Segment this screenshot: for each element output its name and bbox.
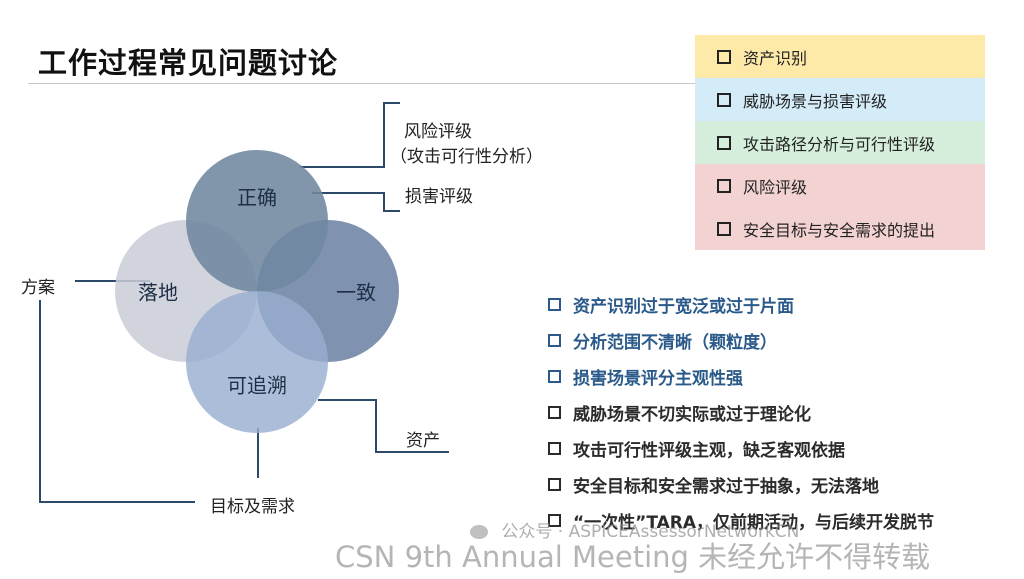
circle-bottom — [186, 291, 328, 433]
checkbox-square-icon — [717, 178, 731, 193]
legend-label: 风险评级 — [743, 177, 808, 197]
page-title: 工作过程常见问题讨论 — [38, 46, 339, 80]
issue-item: 分析范围不清晰（颗粒度） — [548, 322, 1018, 358]
label-risk-sub: （攻击可行性分析） — [390, 147, 543, 167]
checkbox-square-icon — [548, 513, 561, 527]
legend-label: 威胁场景与损害评级 — [743, 91, 888, 111]
issue-text: 损害场景评分主观性强 — [573, 368, 743, 389]
issue-item: “一次性”TARA，仅前期活动，与后续开发脱节 — [548, 502, 1018, 538]
checkbox-square-icon — [548, 477, 561, 491]
label-risk: 风险评级 — [404, 122, 472, 142]
checkbox-square-icon — [548, 333, 561, 347]
checkbox-square-icon — [548, 405, 561, 419]
circle-label-left: 落地 — [138, 280, 178, 305]
checkbox-square-icon — [717, 221, 731, 236]
connector-damage — [312, 192, 400, 212]
issue-text: 资产识别过于宽泛或过于片面 — [573, 296, 794, 317]
legend-label: 安全目标与安全需求的提出 — [743, 220, 936, 240]
circle-label-top: 正确 — [237, 185, 277, 210]
checkbox-square-icon — [717, 49, 731, 64]
checkbox-square-icon — [548, 369, 561, 383]
issue-text: 安全目标和安全需求过于抽象，无法落地 — [573, 476, 879, 497]
title-divider — [28, 83, 696, 84]
legend-item: 威胁场景与损害评级 — [695, 78, 985, 121]
legend-item: 风险评级 — [695, 164, 985, 207]
issue-item: 资产识别过于宽泛或过于片面 — [548, 286, 1018, 322]
label-plan: 方案 — [21, 278, 55, 298]
issue-text: 攻击可行性评级主观，缺乏客观依据 — [573, 440, 845, 461]
circle-label-right: 一致 — [336, 280, 376, 305]
circle-label-bottom: 可追溯 — [227, 373, 287, 398]
issue-text: 威胁场景不切实际或过于理论化 — [573, 404, 811, 425]
connector-plan-vertical — [39, 300, 195, 503]
checkbox-square-icon — [548, 297, 561, 311]
issue-item: 威胁场景不切实际或过于理论化 — [548, 394, 1018, 430]
circle-top — [186, 150, 328, 292]
issue-item: 攻击可行性评级主观，缺乏客观依据 — [548, 430, 1018, 466]
checkbox-square-icon — [717, 92, 731, 107]
issue-list: 资产识别过于宽泛或过于片面 分析范围不清晰（颗粒度） 损害场景评分主观性强 威胁… — [548, 286, 1018, 538]
legend-item: 资产识别 — [695, 35, 985, 78]
connector-asset — [318, 399, 449, 453]
wechat-icon — [470, 525, 488, 539]
issue-item: 损害场景评分主观性强 — [548, 358, 1018, 394]
label-asset: 资产 — [406, 431, 440, 451]
checkbox-square-icon — [548, 441, 561, 455]
footer-watermark: CSN 9th Annual Meeting 未经允许不得转载 — [335, 540, 931, 574]
legend-label: 攻击路径分析与可行性评级 — [743, 134, 936, 154]
label-goal: 目标及需求 — [210, 497, 295, 517]
label-damage: 损害评级 — [405, 187, 473, 207]
legend-item: 安全目标与安全需求的提出 — [695, 207, 985, 250]
wechat-watermark: 公众号 · ASPICEAssessorNetworkCN — [470, 517, 799, 542]
process-legend: 资产识别 威胁场景与损害评级 攻击路径分析与可行性评级 风险评级 安全目标与安全… — [695, 35, 985, 250]
issue-text: “一次性”TARA，仅前期活动，与后续开发脱节 — [573, 512, 935, 533]
legend-item: 攻击路径分析与可行性评级 — [695, 121, 985, 164]
legend-label: 资产识别 — [743, 48, 808, 68]
issue-text: 分析范围不清晰（颗粒度） — [573, 332, 777, 353]
wechat-watermark-text: 公众号 · ASPICEAssessorNetworkCN — [501, 522, 800, 542]
connector-risk — [300, 102, 400, 168]
issue-item: 安全目标和安全需求过于抽象，无法落地 — [548, 466, 1018, 502]
checkbox-square-icon — [717, 135, 731, 150]
